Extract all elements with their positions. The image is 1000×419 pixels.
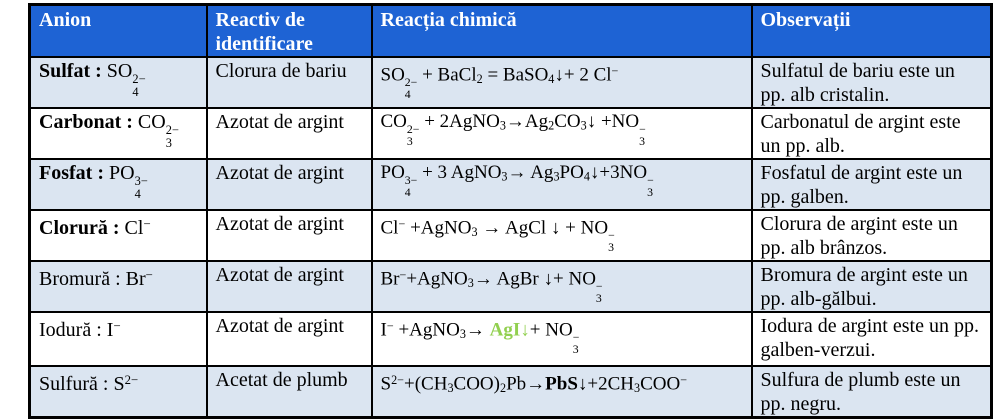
anion-identification-table: Anion Reactiv de identificare Reacția ch… [28,3,993,419]
observation-cell: Sulfura de plumb este un pp. negru. [750,365,993,419]
table-row: Clorură : Cl− Azotat de argint Cl− +AgNO… [28,209,993,262]
column-header-anion: Anion [28,3,208,58]
table-row: Bromură : Br− Azotat de argint Br−+AgNO3… [28,260,993,313]
observation-cell: Clorura de argint este un pp. alb brânzo… [750,209,993,262]
observation-cell: Iodura de argint este un pp. galben-verz… [750,311,993,367]
anion-cell: Sulfură : S2− [28,365,208,419]
reagent-cell: Azotat de argint [205,260,373,313]
reagent-cell: Azotat de argint [205,209,373,262]
reaction-cell: Br−+AgNO3→ AgBr ↓+ NO−3 [370,260,753,313]
anion-cell: Bromură : Br− [28,260,208,313]
table-row: Iodură : I− Azotat de argint I− +AgNO3→ … [28,311,993,367]
column-header-reagent: Reactiv de identificare [205,3,373,58]
reaction-cell: I− +AgNO3→ AgI↓+ NO−3 [370,311,753,367]
reagent-cell: Azotat de argint [205,107,373,160]
observation-cell: Bromura de argint este un pp. alb-gălbui… [750,260,993,313]
header-row: Anion Reactiv de identificare Reacția ch… [28,3,993,58]
anion-cell: Iodură : I− [28,311,208,367]
document-page: Anion Reactiv de identificare Reacția ch… [28,3,993,419]
observation-cell: Carbonatul de argint este un pp. alb. [750,107,993,160]
observation-cell: Fosfatul de argint este un pp. galben. [750,158,993,211]
reagent-cell: Azotat de argint [205,158,373,211]
reagent-cell: Azotat de argint [205,311,373,367]
reaction-cell: Cl− +AgNO3 → AgCl ↓ + NO−3 [370,209,753,262]
column-header-observations: Observații [750,3,993,58]
anion-cell: Clorură : Cl− [28,209,208,262]
reagent-cell: Acetat de plumb [205,365,373,419]
reaction-cell: S2−+(CH3COO)2Pb→PbS↓+2CH3COO− [370,365,753,419]
column-header-reaction: Reacția chimică [370,3,753,58]
observation-cell: Sulfatul de bariu este un pp. alb crista… [750,56,993,109]
table-row: Sulfură : S2− Acetat de plumb S2−+(CH3CO… [28,365,993,419]
reagent-cell: Clorura de bariu [205,56,373,109]
